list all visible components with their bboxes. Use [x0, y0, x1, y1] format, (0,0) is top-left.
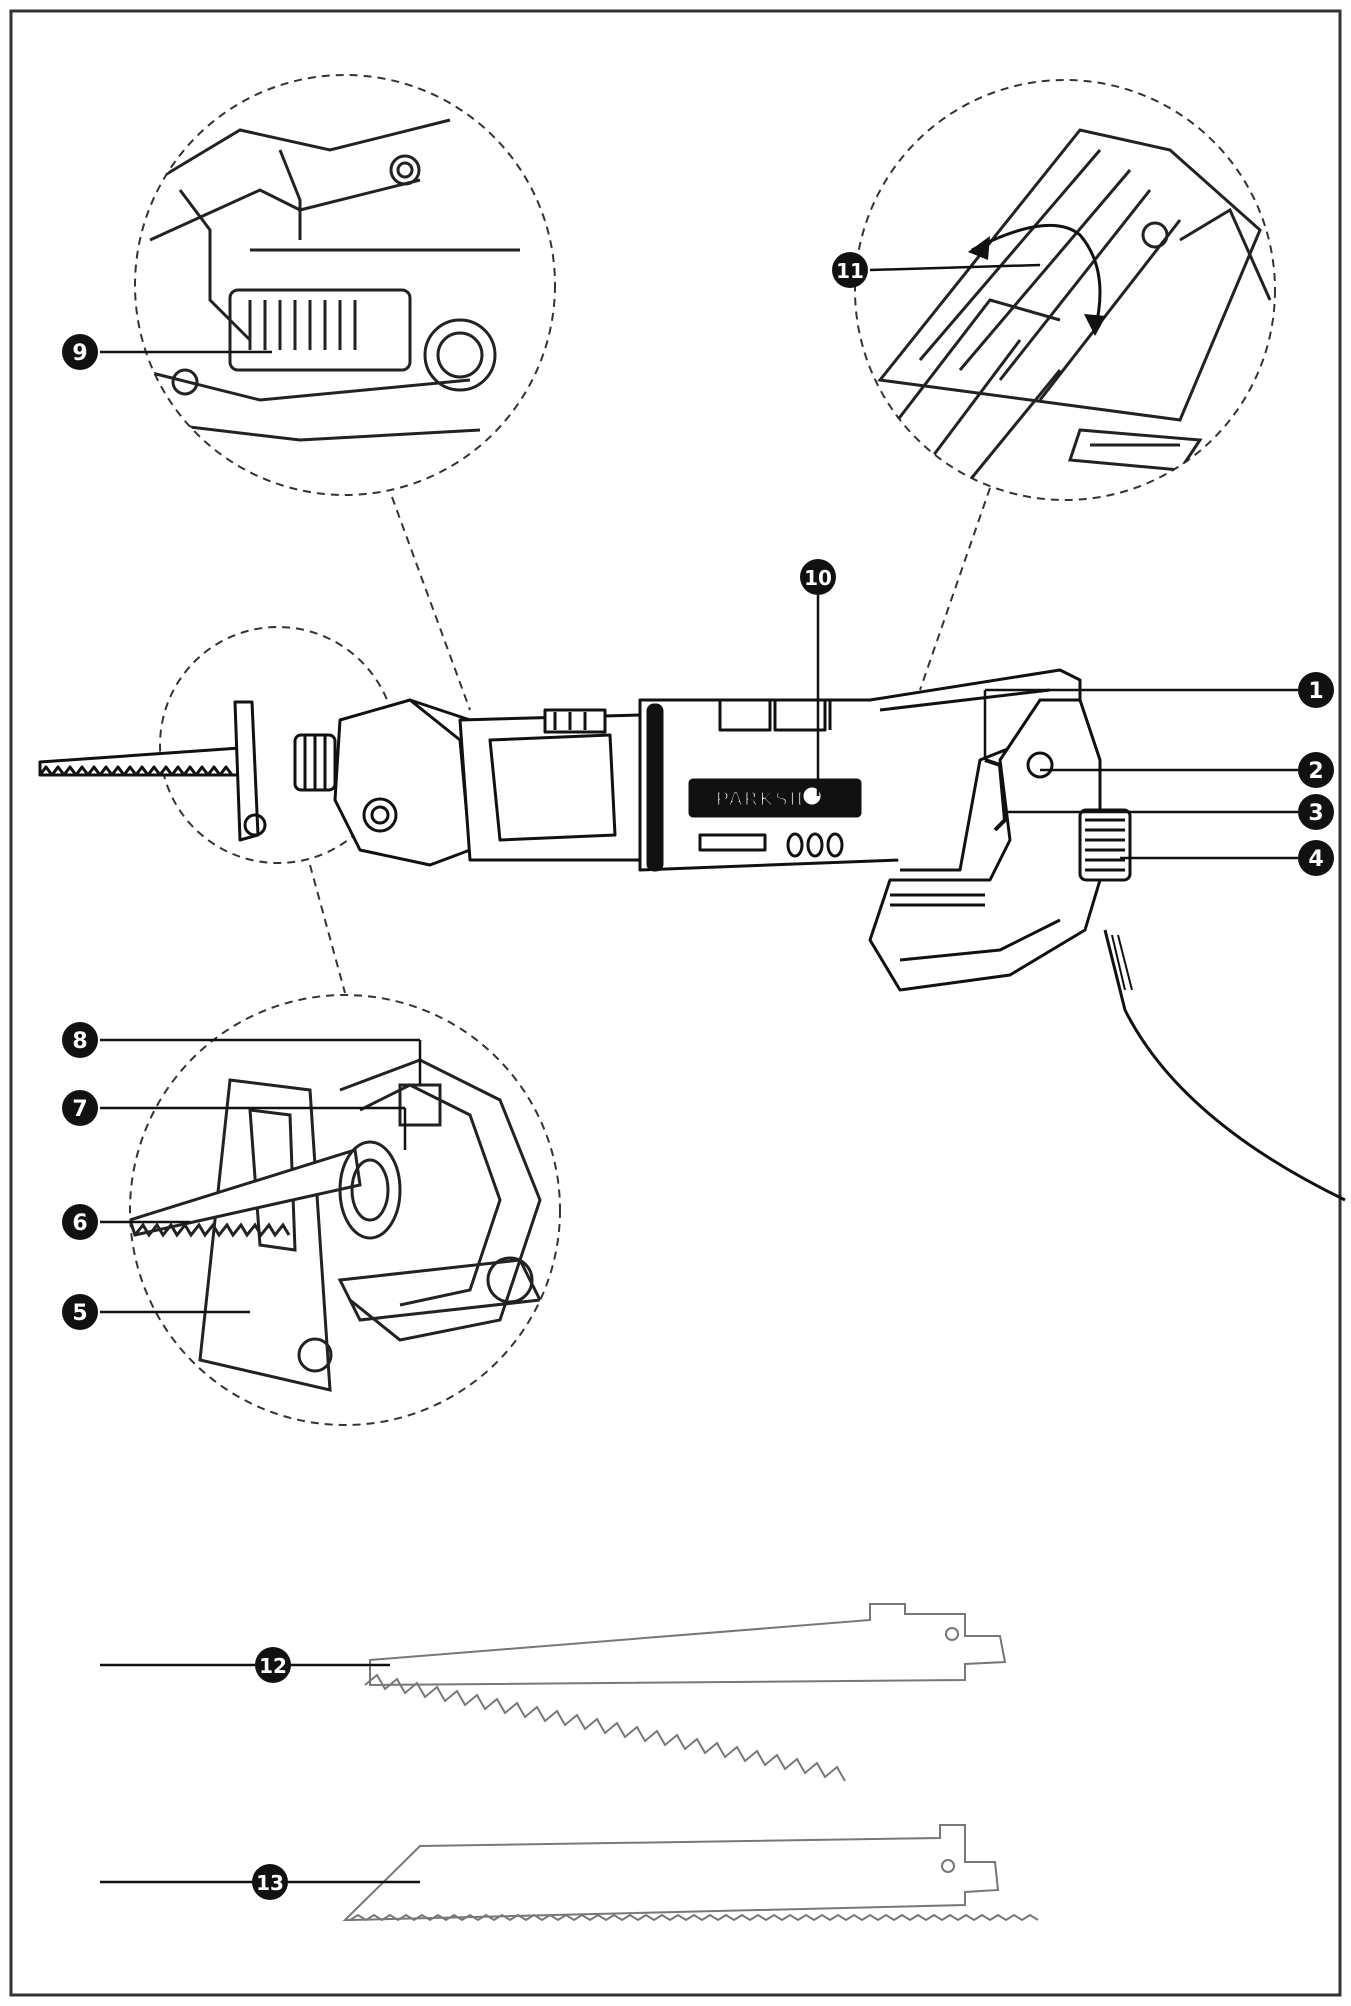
- svg-text:1: 1: [1308, 679, 1323, 704]
- callout-8: 8: [62, 1022, 98, 1058]
- callout-2: 2: [1298, 752, 1334, 788]
- svg-text:9: 9: [72, 341, 87, 366]
- power-cable: [1103, 929, 1346, 1202]
- svg-text:10: 10: [804, 566, 832, 590]
- rotation-arrow: [971, 223, 1102, 331]
- leader-lines: [100, 263, 1298, 1884]
- reciprocating-saw: PARKSIDE: [38, 668, 1346, 1202]
- callout-5: 5: [62, 1294, 98, 1330]
- svg-text:8: 8: [72, 1029, 87, 1054]
- grip-area: [1078, 808, 1132, 882]
- svg-text:6: 6: [72, 1211, 87, 1236]
- svg-text:11: 11: [836, 259, 864, 283]
- svg-text:7: 7: [72, 1097, 87, 1122]
- callout-4: 4: [1298, 840, 1334, 876]
- detail-circle-blade-clamp: [129, 994, 561, 1426]
- detail-connector-lines: [309, 487, 991, 994]
- svg-text:12: 12: [259, 1654, 287, 1678]
- wood-blade-accessory: [364, 1603, 1007, 1782]
- svg-text:3: 3: [1308, 801, 1323, 826]
- callout-6: 6: [62, 1204, 98, 1240]
- callout-13: 13: [252, 1864, 288, 1900]
- svg-text:13: 13: [256, 1871, 284, 1895]
- callout-10: 10: [800, 559, 836, 595]
- callout-7: 7: [62, 1090, 98, 1126]
- callout-11: 11: [832, 252, 868, 288]
- callout-1: 1: [1298, 672, 1334, 708]
- detail-circle-ventilation: [134, 74, 556, 496]
- metal-blade-accessory: [342, 1824, 1039, 1922]
- lock-on-button: [1026, 751, 1054, 779]
- callout-12: 12: [255, 1647, 291, 1683]
- trigger-switch: [984, 758, 1007, 832]
- svg-text:4: 4: [1308, 847, 1323, 872]
- callout-3: 3: [1298, 794, 1334, 830]
- callout-badges: 9 11 10 1 2 3 4 8: [62, 252, 1334, 1900]
- svg-text:5: 5: [72, 1301, 87, 1326]
- svg-text:2: 2: [1308, 759, 1323, 784]
- page-border: [9, 9, 1342, 1997]
- callout-9: 9: [62, 334, 98, 370]
- detail-circle-rotating-handle: [854, 79, 1276, 501]
